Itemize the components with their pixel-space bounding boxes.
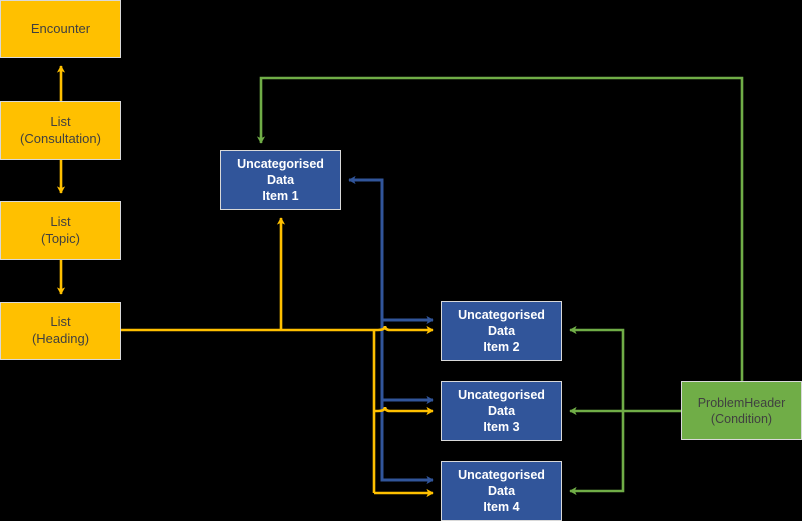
node-problemheader-condition[interactable]: ProblemHeader (Condition): [681, 381, 802, 440]
node-uncategorised-data-item-1-label: Uncategorised Data Item 1: [237, 157, 324, 203]
node-list-consultation-label: List (Consultation): [20, 113, 101, 146]
node-list-consultation[interactable]: List (Consultation): [0, 101, 121, 160]
edge-item-3-to-item-1: [380, 320, 434, 405]
edge-problemheader-to-item-2: [569, 325, 625, 411]
edge-problemheader-to-item-1: [256, 76, 744, 381]
edge-problemheader-to-item-4: [569, 411, 625, 496]
node-encounter-label: Encounter: [30, 20, 91, 36]
node-list-heading[interactable]: List (Heading): [0, 302, 121, 360]
node-uncategorised-data-item-1[interactable]: Uncategorised Data Item 1: [220, 150, 341, 210]
node-uncategorised-data-item-2[interactable]: Uncategorised Data Item 2: [441, 301, 562, 361]
edge-item-4-to-item-1: [380, 400, 434, 485]
edge-item-2-to-item-1: [348, 175, 384, 320]
node-uncategorised-data-item-2-label: Uncategorised Data Item 2: [458, 308, 545, 354]
node-uncategorised-data-item-4[interactable]: Uncategorised Data Item 4: [441, 461, 562, 521]
node-uncategorised-data-item-4-label: Uncategorised Data Item 4: [458, 468, 545, 514]
node-list-heading-label: List (Heading): [31, 314, 90, 346]
node-uncategorised-data-item-3[interactable]: Uncategorised Data Item 3: [441, 381, 562, 441]
node-uncategorised-data-item-3-label: Uncategorised Data Item 3: [458, 388, 545, 434]
edge-heading-to-item-3: [374, 406, 434, 416]
node-problemheader-condition-label: ProblemHeader (Condition): [697, 395, 786, 426]
node-list-topic[interactable]: List (Topic): [0, 201, 121, 260]
node-encounter[interactable]: Encounter: [0, 0, 121, 58]
edge-heading-to-item-2: [374, 325, 434, 335]
node-list-topic-label: List (Topic): [40, 213, 80, 246]
